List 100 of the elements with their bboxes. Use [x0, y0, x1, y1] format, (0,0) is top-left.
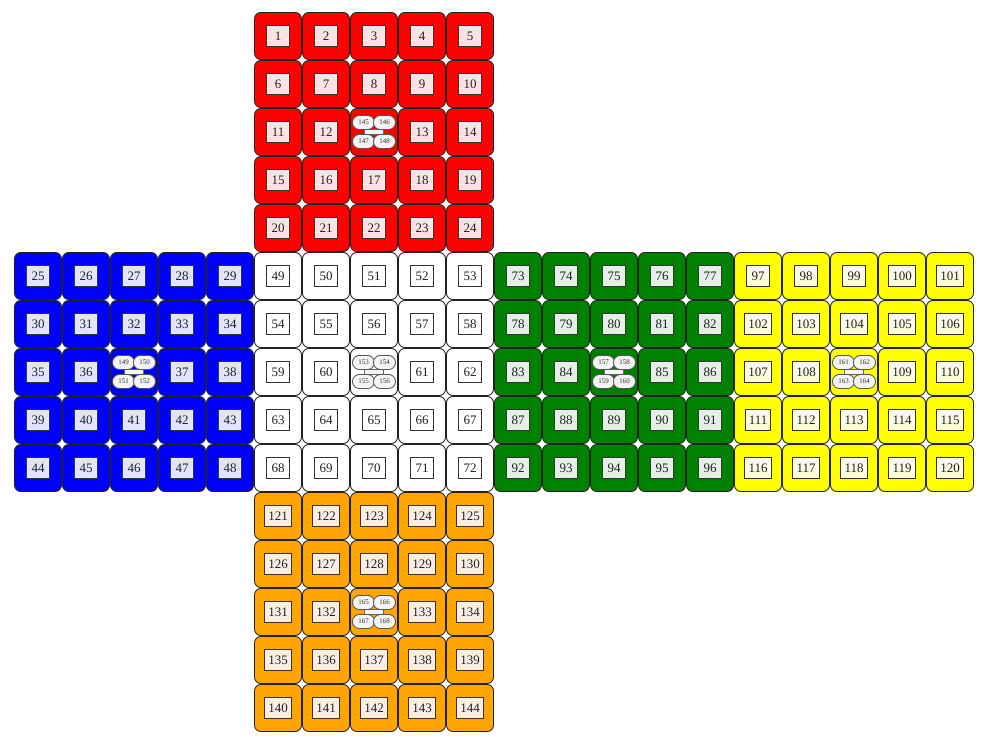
cell-number: 55 [314, 313, 338, 335]
cell-number: 32 [122, 313, 146, 335]
cube-cell [254, 204, 302, 252]
cell-number: 138 [408, 649, 436, 671]
cube-cell [494, 252, 542, 300]
cell-number: 74 [554, 265, 578, 287]
cube-cell [398, 108, 446, 156]
cell-number: 114 [888, 409, 916, 431]
cell-number: 141 [312, 697, 340, 719]
cell-number: 108 [792, 361, 820, 383]
cube-cell [302, 444, 350, 492]
cube-cell [158, 396, 206, 444]
cube-cell [542, 396, 590, 444]
cube-cell [158, 444, 206, 492]
cube-cell [878, 348, 926, 396]
cube-cell [110, 300, 158, 348]
cube-cell [350, 540, 398, 588]
cell-number: 20 [266, 217, 290, 239]
cube-cell [14, 348, 62, 396]
cell-number: 112 [792, 409, 820, 431]
cube-cell [734, 252, 782, 300]
cell-number: 84 [554, 361, 578, 383]
cell-number: 47 [170, 457, 194, 479]
cell-number: 40 [74, 409, 98, 431]
cube-cell [302, 252, 350, 300]
cell-number: 48 [218, 457, 242, 479]
cube-cell [638, 396, 686, 444]
cell-number: 109 [888, 361, 916, 383]
cube-cell [110, 396, 158, 444]
cell-number: 130 [456, 553, 484, 575]
cell-number: 41 [122, 409, 146, 431]
cube-cell [62, 348, 110, 396]
cube-cell [830, 396, 878, 444]
cell-number: 89 [602, 409, 626, 431]
cube-cell [446, 444, 494, 492]
cell-number: 88 [554, 409, 578, 431]
cube-cell [446, 300, 494, 348]
cell-number: 10 [458, 73, 482, 95]
cell-number: 122 [312, 505, 340, 527]
cell-number: 95 [650, 457, 674, 479]
cell-number: 119 [888, 457, 916, 479]
cell-number: 33 [170, 313, 194, 335]
cube-cell [158, 252, 206, 300]
cell-number: 31 [74, 313, 98, 335]
cell-number: 126 [264, 553, 292, 575]
cell-number: 2 [314, 25, 338, 47]
cube-cell [62, 252, 110, 300]
cell-number: 18 [410, 169, 434, 191]
cube-cell [830, 300, 878, 348]
cube-cell [398, 636, 446, 684]
cube-cell [206, 396, 254, 444]
cell-number: 59 [266, 361, 290, 383]
cube-cell [254, 300, 302, 348]
cube-cell [686, 396, 734, 444]
cube-cell [830, 444, 878, 492]
cell-number: 90 [650, 409, 674, 431]
cube-cell [350, 348, 398, 396]
cube-cell [638, 348, 686, 396]
cell-number: 137 [360, 649, 388, 671]
cube-cell [398, 252, 446, 300]
cube-cell [398, 444, 446, 492]
cell-number: 70 [362, 457, 386, 479]
cube-cell [62, 444, 110, 492]
cell-number: 81 [650, 313, 674, 335]
cube-cell [350, 204, 398, 252]
cell-number: 15 [266, 169, 290, 191]
cube-cell [782, 252, 830, 300]
cube-cell [878, 444, 926, 492]
cube-cell [446, 588, 494, 636]
cube-cell [446, 60, 494, 108]
cube-cell [302, 60, 350, 108]
cube-cell [350, 636, 398, 684]
cell-number: 73 [506, 265, 530, 287]
cube-cell [830, 348, 878, 396]
cube-cell [734, 396, 782, 444]
cell-number: 116 [744, 457, 772, 479]
cell-number: 5 [458, 25, 482, 47]
cube-cell [350, 60, 398, 108]
cube-cell [926, 444, 974, 492]
cell-number: 69 [314, 457, 338, 479]
cell-number: 36 [74, 361, 98, 383]
cube-cell [926, 348, 974, 396]
cube-cell [494, 348, 542, 396]
cube-cell [542, 252, 590, 300]
cube-cell [14, 444, 62, 492]
cell-number: 111 [744, 409, 772, 431]
cube-cell [878, 300, 926, 348]
cube-cell [254, 156, 302, 204]
cube-cell [494, 396, 542, 444]
cube-cell [398, 588, 446, 636]
cell-number: 124 [408, 505, 436, 527]
cell-number: 58 [458, 313, 482, 335]
cell-number: 105 [888, 313, 916, 335]
cell-number: 1 [266, 25, 290, 47]
cube-cell [398, 396, 446, 444]
cell-number: 80 [602, 313, 626, 335]
cube-cell [254, 444, 302, 492]
cube-cell [926, 396, 974, 444]
cell-number: 77 [698, 265, 722, 287]
cube-cell [110, 348, 158, 396]
